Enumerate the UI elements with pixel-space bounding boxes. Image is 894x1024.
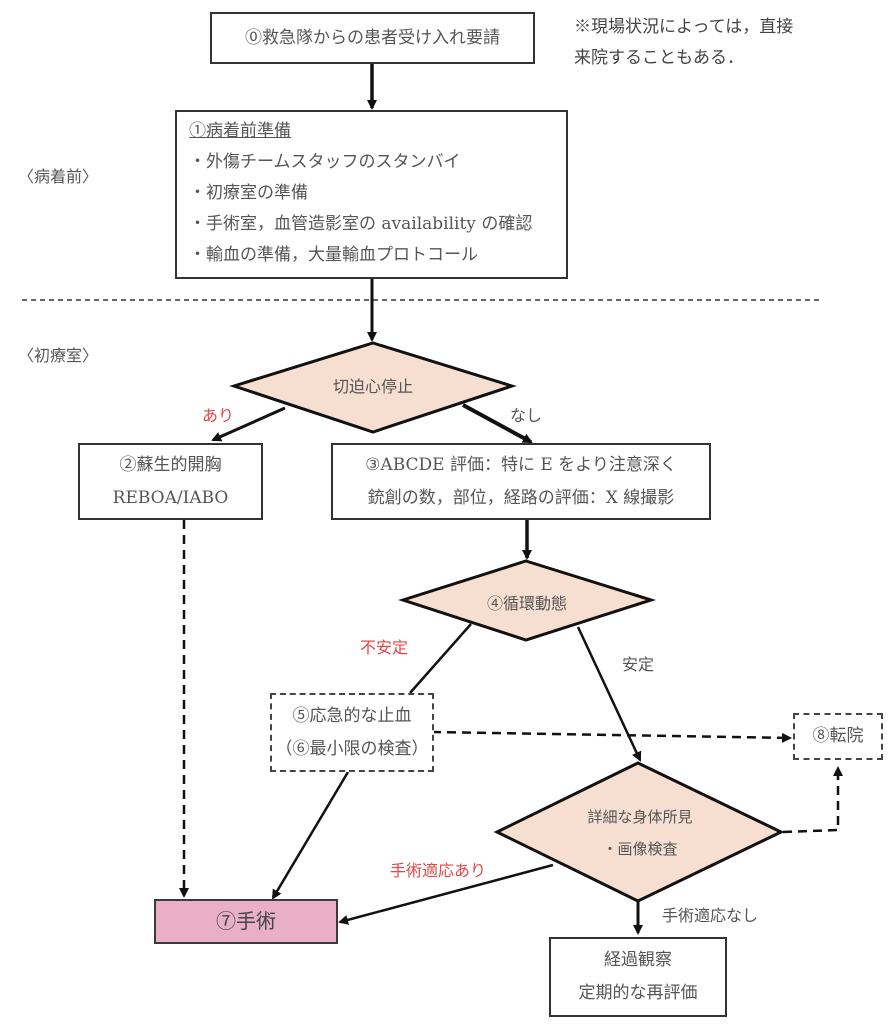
node-2-line-2: REBOA/IABO [112, 487, 229, 508]
node-3-line-1: ③ABCDE 評価：特に E をより注意深く [365, 454, 677, 475]
note-direct-arrival: ※現場状況によっては，直接 来院することもある． [574, 12, 793, 74]
decision-cardiac-arrest [229, 341, 517, 434]
note-line-2: 来院することもある． [574, 48, 744, 68]
prep-title: ①病着前準備 [189, 121, 291, 141]
edge-hemo-stable [576, 626, 642, 762]
edge-5-to-transfer [431, 730, 792, 743]
edge-exam-surgery [338, 863, 554, 925]
decision-hemodynamics-text: ④循環動態 [486, 594, 568, 613]
prep-item: ・輸血の準備，大量輸血プロトコール [189, 245, 478, 265]
node-pre-arrival-prep: ①病着前準備 ・外傷チームスタッフのスタンバイ ・初療室の準備 ・手術室，血管造… [175, 110, 568, 279]
prep-item: ・外傷チームスタッフのスタンバイ [189, 152, 461, 172]
section-label-pre-arrival: 〈病着前〉 [18, 167, 99, 186]
section-label-initial-room: 〈初療室〉 [18, 346, 99, 365]
edge-arrest-yes [211, 406, 286, 442]
edge-label-no-surgery: 手術適応なし [662, 906, 759, 925]
edge-arrest-no [462, 403, 533, 444]
node-abcde-evaluation: ③ABCDE 評価：特に E をより注意深く 銃創の数，部位，経路の評価：X 線… [331, 443, 711, 520]
note-line-1: ※現場状況によっては，直接 [574, 17, 794, 37]
edge-label-unstable: 不安定 [360, 638, 409, 657]
decision-hemodynamics [398, 559, 656, 642]
node-3-line-2: 銃創の数，部位，経路の評価：X 線撮影 [367, 487, 675, 508]
edge-label-no: なし [510, 406, 543, 425]
node-5-line-2: （⑥最小限の検査） [275, 738, 429, 759]
node-surgery: ⑦手術 [154, 899, 338, 944]
node-resuscitative-thoracotomy: ②蘇生的開胸 REBOA/IABO [78, 443, 263, 520]
edge-label-surgery-indicated: 手術適応あり [390, 861, 487, 880]
decision-cardiac-arrest-text: 切迫心停止 [332, 377, 414, 396]
edge-exam-to-transfer [782, 766, 843, 834]
observation-line-1: 経過観察 [604, 950, 672, 970]
node-2-line-1: ②蘇生的開胸 [119, 454, 222, 475]
prep-item: ・初療室の準備 [189, 183, 308, 203]
node-transfer: ⑧転院 [793, 713, 883, 760]
node-5-line-1: ⑤応急的な止血 [292, 705, 412, 726]
exam-line-2: ・画像検査 [602, 840, 678, 858]
node-ems-request-text: ⓪救急隊からの患者受け入れ要請 [245, 27, 500, 48]
node-transfer-text: ⑧転院 [812, 726, 864, 746]
node-ems-request: ⓪救急隊からの患者受け入れ要請 [210, 12, 535, 64]
exam-line-1: 詳細な身体所見 [587, 808, 693, 826]
node-surgery-text: ⑦手術 [216, 909, 276, 933]
edge-label-stable: 安定 [622, 655, 655, 674]
decision-detailed-exam-text: 詳細な身体所見 ・画像検査 [587, 801, 692, 865]
edge-label-yes: あり [202, 406, 235, 425]
node-observation: 経過観察 定期的な再評価 [549, 937, 727, 1017]
edge-hemo-unstable [409, 623, 472, 694]
node-emergency-hemostasis: ⑤応急的な止血 （⑥最小限の検査） [270, 693, 434, 772]
observation-line-2: 定期的な再評価 [578, 983, 698, 1003]
prep-item: ・手術室，血管造影室の availability の確認 [189, 214, 533, 234]
edge-5-to-surgery [271, 771, 350, 900]
